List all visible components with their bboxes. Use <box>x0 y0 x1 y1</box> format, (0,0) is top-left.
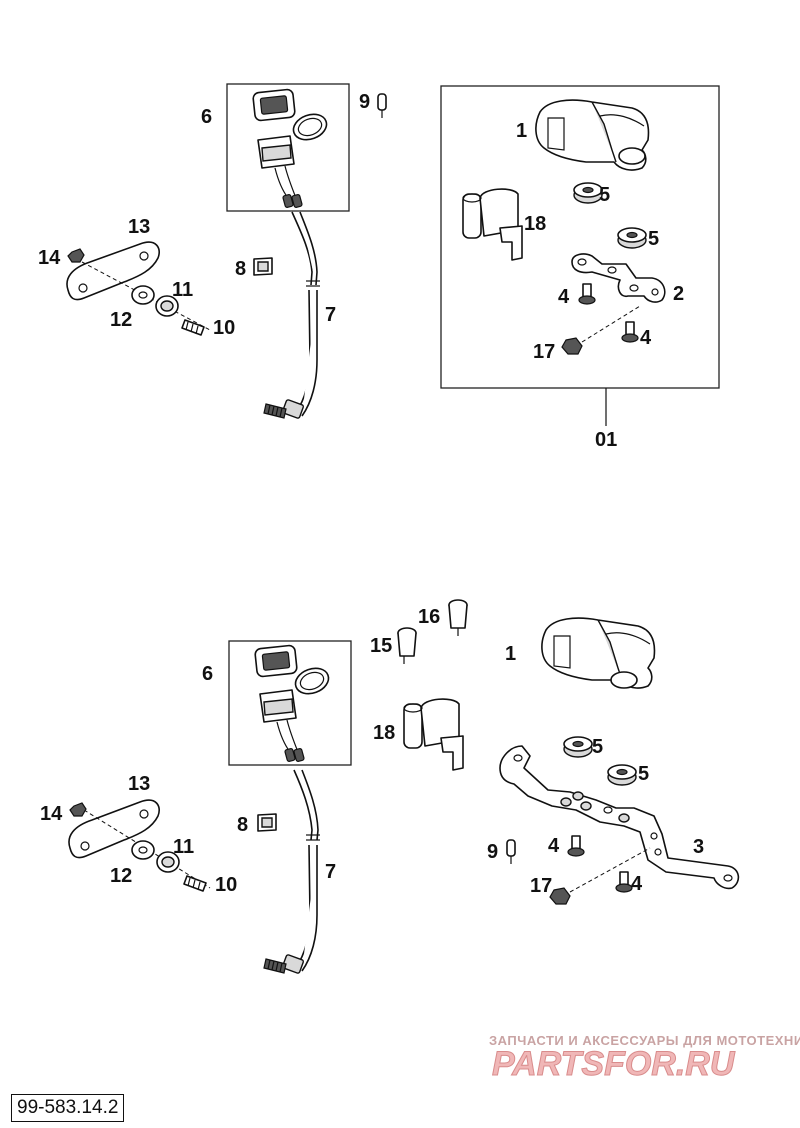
lower-screw-4a <box>567 835 585 857</box>
upper-speedometer-holder <box>257 135 303 208</box>
lower-label-18: 18 <box>373 722 395 744</box>
upper-headlight-housing <box>535 99 650 171</box>
upper-bulb <box>377 93 387 118</box>
upper-label-1: 1 <box>516 120 527 142</box>
upper-label-5b: 5 <box>648 228 659 250</box>
lower-screw-17 <box>549 847 651 905</box>
upper-label-4b: 4 <box>640 327 652 349</box>
lower-grommet <box>257 813 277 832</box>
lower-label-15: 15 <box>370 635 392 657</box>
lower-label-11: 11 <box>173 836 194 858</box>
upper-label-5a: 5 <box>599 184 610 206</box>
document-code: 99-583.14.2 <box>11 1094 125 1122</box>
lower-label-7: 7 <box>325 861 336 883</box>
lower-label-4a: 4 <box>548 835 560 857</box>
upper-bracket <box>571 253 666 303</box>
upper-label-18: 18 <box>524 213 546 235</box>
watermark-tagline: ЗАПЧАСТИ И АКСЕССУАРЫ ДЛЯ МОТОТЕХНИКИ <box>489 1033 800 1048</box>
lower-label-10: 10 <box>215 874 237 896</box>
upper-grommet <box>253 257 273 276</box>
upper-screw-4a <box>578 283 596 305</box>
upper-label-17: 17 <box>533 341 555 363</box>
lower-label-4b: 4 <box>631 873 643 895</box>
lower-label-12: 12 <box>110 865 132 887</box>
upper-label-11: 11 <box>172 279 193 301</box>
upper-label-2: 2 <box>673 283 684 305</box>
upper-variant: 1 5 5 18 2 4 4 17 01 6 9 8 7 13 14 11 12… <box>38 83 720 451</box>
lower-bracket <box>499 745 740 890</box>
lower-label-13: 13 <box>128 773 150 795</box>
lower-label-5a: 5 <box>592 736 603 758</box>
lower-label-6: 6 <box>202 663 213 685</box>
upper-label-14: 14 <box>38 247 61 269</box>
watermark-brand: PARTSFOR.RU <box>492 1045 736 1083</box>
upper-switch-module <box>462 188 523 261</box>
upper-assembly-label: 01 <box>595 429 617 451</box>
lower-speedometer-unit <box>254 644 330 695</box>
lower-label-9: 9 <box>487 841 498 863</box>
upper-mount-plate <box>66 241 211 336</box>
lower-variant: 16 15 1 18 5 5 3 9 4 4 17 6 8 7 13 14 11… <box>40 599 740 974</box>
upper-screw-17 <box>561 305 641 355</box>
lower-label-8: 8 <box>237 814 248 836</box>
upper-label-4a: 4 <box>558 286 570 308</box>
lower-speedometer-cable <box>263 769 320 974</box>
watermark: ЗАПЧАСТИ И АКСЕССУАРЫ ДЛЯ МОТОТЕХНИКИ PA… <box>489 1033 800 1084</box>
upper-grommet-5a <box>573 182 603 204</box>
upper-speedometer-cable <box>263 211 320 419</box>
lower-bulb-holder-15 <box>397 627 417 664</box>
lower-grommet-5b <box>607 764 637 786</box>
upper-label-6: 6 <box>201 106 212 128</box>
lower-bulb-9 <box>506 839 516 864</box>
upper-assembly-frame <box>440 85 720 389</box>
upper-label-8: 8 <box>235 258 246 280</box>
lower-switch-module <box>403 698 464 771</box>
lower-label-5b: 5 <box>638 763 649 785</box>
lower-label-1: 1 <box>505 643 516 665</box>
lower-screw-4b <box>615 871 633 893</box>
lower-headlight-housing <box>541 617 656 689</box>
upper-label-10: 10 <box>213 317 235 339</box>
lower-bulb-holder-16 <box>448 599 468 636</box>
upper-screw-4b <box>621 321 639 343</box>
upper-label-9: 9 <box>359 91 370 113</box>
lower-label-14: 14 <box>40 803 63 825</box>
upper-label-12: 12 <box>110 309 132 331</box>
upper-part6-frame <box>226 83 350 212</box>
upper-grommet-5b <box>617 227 647 249</box>
lower-grommet-5a <box>563 736 593 758</box>
lower-label-16: 16 <box>418 606 440 628</box>
upper-speedometer-unit <box>252 88 328 141</box>
upper-label-7: 7 <box>325 304 336 326</box>
lower-label-17: 17 <box>530 875 552 897</box>
lower-speedometer-holder <box>259 689 305 762</box>
lower-part6-frame <box>228 640 352 766</box>
lower-label-3: 3 <box>693 836 704 858</box>
lower-mount-plate <box>68 799 211 892</box>
upper-label-13: 13 <box>128 216 150 238</box>
